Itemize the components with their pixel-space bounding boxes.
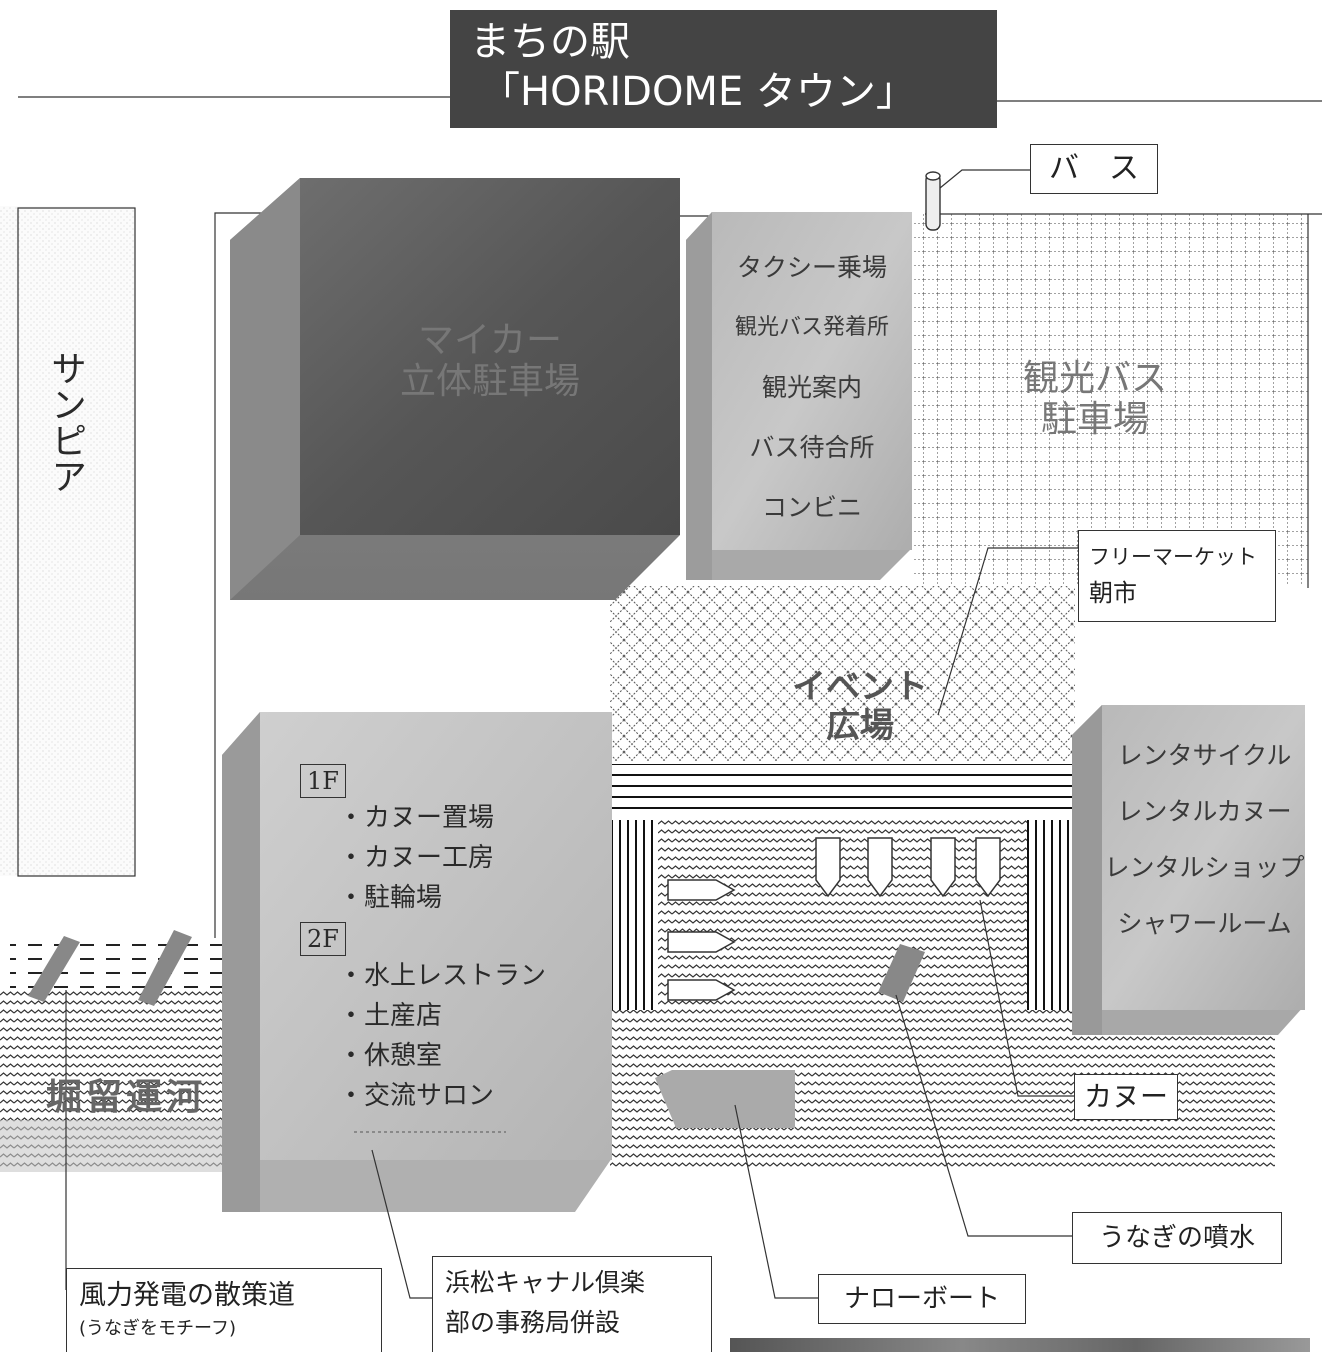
club-building-front [260,712,612,1160]
floor-2f-item: ・休憩室 [338,1041,443,1071]
title-line-2: 「HORIDOME タウン」 [480,69,916,115]
canal-label: 堀留運河 [46,1077,207,1118]
dock-deck [610,764,1075,818]
terminal-item: 観光案内 [761,373,862,402]
floor-tag-2f: 2F [300,922,346,956]
event-plaza-line-2: 広場 [826,706,894,747]
eel-fountain-callout: うなぎの噴水 [1072,1212,1282,1264]
wind-path-callout: 風力発電の散策道 (うなぎをモチーフ) [66,1268,382,1352]
event-plaza-line-1: イベント [792,667,928,707]
club-building-contents: 1F ・カヌー置場 ・カヌー工房 ・駐輪場 2F ・水上レストラン ・土産店 ・… [300,764,600,1116]
sunpia-label: サンピア [45,350,86,494]
event-plaza-area [610,586,1075,761]
terminal-item: バス待合所 [749,433,875,462]
terminal-item: コンビニ [761,493,862,522]
dock-pier-left [612,820,658,1010]
parking-tower-line-1: マイカー [417,320,562,361]
floor-1f-item: ・カヌー工房 [338,843,495,873]
bus-parking-line-2: 駐車場 [1040,399,1149,441]
rental-services-list: レンタサイクル レンタルカヌー レンタルショップ シャワールーム [1102,728,1307,952]
parking-tower-line-2: 立体駐車場 [399,361,580,403]
dock-pier-right [1027,820,1073,1010]
floor-1f-item: ・カヌー置場 [338,803,495,833]
canoe-callout-text: カヌー [1083,1080,1168,1113]
flea-market-line-2: 朝市 [1089,579,1137,607]
canoes [815,837,1001,898]
bus-callout-text: バ ス [1049,151,1139,186]
sunpia-building [0,206,135,876]
event-plaza-label: イベント 広場 [770,667,950,747]
floor-2f-item: ・水上レストラン [338,961,547,991]
rental-building-front [1102,705,1305,1010]
floor-2f-item: ・土産店 [338,1001,443,1031]
parking-tower-label: マイカー 立体駐車場 [300,320,680,403]
floor-1f-item: ・駐輪場 [338,883,443,913]
bus-parking-lot [913,214,1308,586]
narrowboat-callout: ナローボート [818,1274,1026,1324]
wind-path-markers [28,930,192,1006]
terminal-services-list: タクシー乗場 観光バス発着所 観光案内 バス待合所 コンビニ [712,238,912,538]
title-box: まちの駅 「HORIDOME タウン」 [450,10,997,128]
leader-lines [65,169,1078,1299]
rental-item: レンタルカヌー [1117,797,1292,826]
bus-parking-line-1: 観光バス [1022,358,1167,399]
eel-fountain [878,944,925,1002]
title-line-1: まちの駅 [470,19,630,65]
rental-item: レンタサイクル [1117,741,1292,770]
wind-path-line-1: 風力発電の散策道 [79,1280,295,1311]
flea-market-line-1: フリーマーケット [1089,545,1257,569]
photo-strip [730,1338,1310,1352]
narrowboat-callout-text: ナローボート [843,1284,1000,1314]
bus-stop-pole [925,173,941,231]
canoe-callout: カヌー [1074,1074,1178,1120]
floor-tag-1f: 1F [300,764,346,798]
canal-club-line-1: 浜松キャナル倶楽 [445,1268,646,1297]
narrowboat [655,1070,795,1128]
bus-parking-label: 観光バス 駐車場 [980,358,1210,441]
bus-callout: バ ス [1030,144,1158,194]
parking-tower-front [300,178,680,535]
walkway-line [214,212,262,940]
rental-item: シャワールーム [1117,909,1292,938]
terminal-item: タクシー乗場 [736,253,887,282]
canal-club-callout: 浜松キャナル倶楽 部の事務局併設 [432,1256,712,1352]
canal-club-line-2: 部の事務局併設 [445,1308,621,1337]
wind-path-line-2: (うなぎをモチーフ) [79,1318,236,1339]
eel-fountain-callout-text: うなぎの噴水 [1098,1223,1255,1253]
rental-item: レンタルショップ [1104,853,1305,882]
terminal-building-front [712,212,912,550]
terminal-item: 観光バス発着所 [734,315,889,340]
floor-2f-item: ・交流サロン [338,1081,495,1111]
moored-boats [667,879,736,1001]
flea-market-callout: フリーマーケット 朝市 [1078,530,1276,622]
